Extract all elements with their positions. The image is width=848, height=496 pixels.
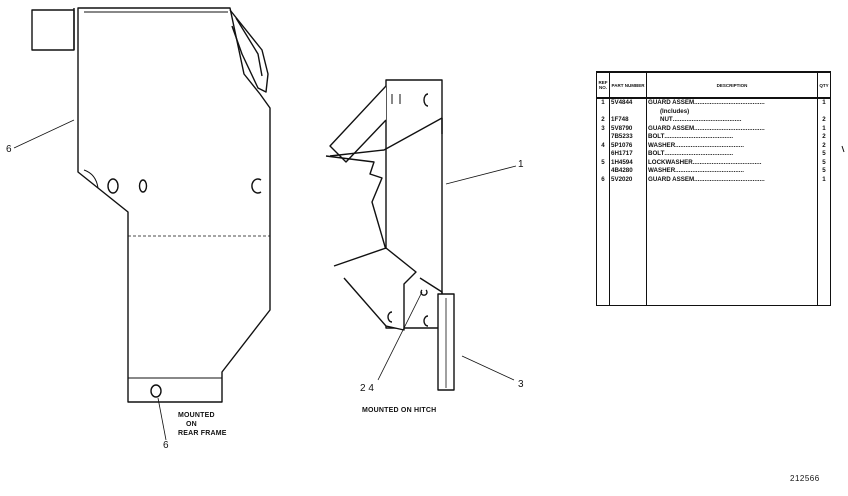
cell-ref (596, 167, 610, 176)
cell-ref: 4 (596, 141, 610, 150)
cell-ref: 2 (596, 116, 610, 125)
callout-6-left: 6 (6, 144, 12, 155)
cell-qty (817, 107, 831, 116)
table-filler-row (596, 184, 831, 306)
cell-part-number: 5V4844 (609, 98, 647, 108)
cell-description: WASHER .................................… (646, 167, 818, 176)
caption-rear-frame-line2: ON (186, 421, 197, 428)
caption-rear-frame-line1: MOUNTED (178, 412, 215, 419)
empty-cell (609, 184, 647, 306)
rear-frame-guard-drawing (13, 7, 271, 441)
cell-part-number: 7B5233 (609, 133, 647, 142)
cell-description: LOCKWASHER .............................… (646, 158, 818, 167)
leader-dots: ........................................ (695, 175, 765, 183)
cell-part-number: 5V8790 (609, 124, 647, 133)
drawing-number: 212566 (790, 474, 820, 483)
leader-dots: ........................................ (675, 141, 744, 149)
cell-part-number: 4B4280 (609, 167, 647, 176)
empty-cell (596, 184, 610, 306)
leader-dots: ........................................ (664, 150, 734, 157)
caption-hitch: MOUNTED ON HITCH (362, 407, 437, 414)
leader-dots: ........................................ (692, 158, 762, 166)
caption-rear-frame: MOUNTED ON REAR FRAME (178, 411, 227, 438)
cell-part-number: 1F748 (609, 116, 647, 125)
cell-description: GUARD ASSEM. ...........................… (646, 175, 818, 184)
cell-description: (Includes) (646, 107, 818, 116)
caption-rear-frame-line3: REAR FRAME (178, 430, 227, 437)
cell-description: GUARD ASSEM. ...........................… (646, 124, 818, 133)
leader-dots: ........................................ (672, 116, 742, 123)
cell-part-number: 5V2020 (609, 175, 647, 184)
parts-table-header: REF NO. PART NUMBER DESCRIPTION QTY (596, 71, 831, 99)
cell-ref: 5 (596, 158, 610, 167)
cell-part-number: 1H4594 (609, 158, 647, 167)
cell-ref: 3 (596, 124, 610, 133)
empty-cell (646, 184, 818, 306)
cell-ref: 1 (596, 98, 610, 108)
cell-qty: 1 (817, 98, 831, 108)
cell-qty: 5 (817, 167, 831, 176)
header-description: DESCRIPTION (646, 71, 818, 99)
cell-qty: 2 (817, 141, 831, 150)
callout-6-bottom: 6 (163, 440, 169, 451)
leader-dots: ........................................ (695, 124, 765, 132)
description-text: GUARD ASSEM. (648, 124, 696, 132)
leader-dots: ........................................ (664, 133, 734, 140)
description-text: BOLT (648, 133, 665, 140)
cell-qty: 5 (817, 158, 831, 167)
header-ref: REF NO. (596, 71, 610, 99)
description-text: WASHER (648, 167, 676, 174)
description-text: NUT (660, 116, 673, 123)
description-text: GUARD ASSEM. (648, 99, 696, 106)
cell-description: GUARD ASSEM. ...........................… (646, 98, 818, 108)
header-part-number: PART NUMBER (609, 71, 647, 99)
cell-qty: 5 (817, 150, 831, 159)
cell-description: BOLT ...................................… (646, 150, 818, 159)
leader-dots: ........................................ (695, 99, 765, 106)
description-text: GUARD ASSEM. (648, 175, 696, 183)
cell-qty: 1 (817, 175, 831, 184)
cell-qty: 2 (817, 116, 831, 125)
cell-description: NUT ....................................… (646, 116, 818, 125)
cell-ref (596, 107, 610, 116)
hitch-guard-drawing (325, 79, 517, 391)
cell-part-number (609, 107, 647, 116)
empty-cell (817, 184, 831, 306)
cell-ref: 6 (596, 175, 610, 184)
description-text: WASHER (648, 141, 676, 149)
description-text: (Includes) (660, 107, 690, 115)
cell-part-number: 5P1076 (609, 141, 647, 150)
callout-1: 1 (518, 159, 524, 170)
header-qty: QTY (817, 71, 831, 99)
table-row: (Includes) (596, 107, 831, 116)
leader-dots: ........................................ (675, 167, 744, 174)
description-text: BOLT (648, 150, 665, 157)
cell-ref (596, 150, 610, 159)
callout-3: 3 (518, 379, 524, 390)
cell-part-number: 6H1717 (609, 150, 647, 159)
cell-qty: 2 (817, 133, 831, 142)
cell-description: WASHER .................................… (646, 141, 818, 150)
cell-ref (596, 133, 610, 142)
cell-qty: 1 (817, 124, 831, 133)
description-text: LOCKWASHER (648, 158, 693, 166)
cell-description: BOLT ...................................… (646, 133, 818, 142)
callout-2-4: 2 4 (360, 383, 374, 394)
